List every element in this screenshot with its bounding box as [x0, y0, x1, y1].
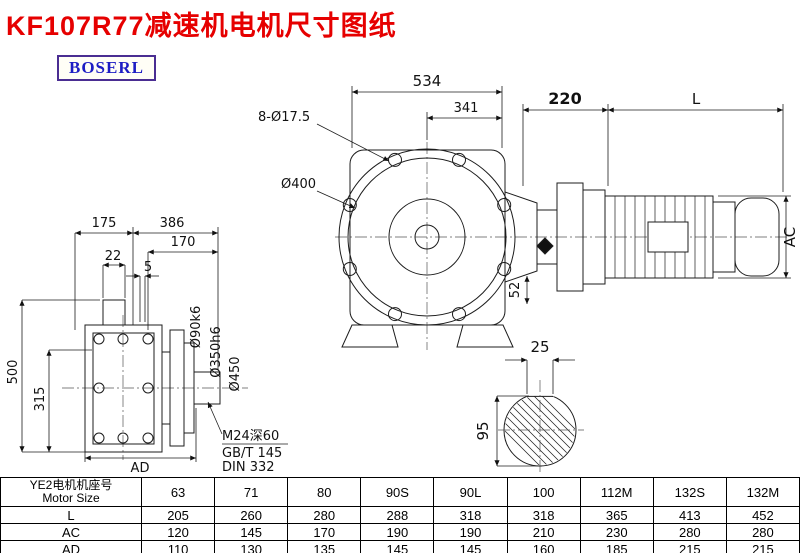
table-row-AD: AD 110 130 135 145 145 160 185 215 215 — [0, 540, 800, 553]
table-cell: 135 — [287, 540, 362, 553]
technical-drawing: 534 341 220 L 8-Ø17.5 Ø400 52 AC — [6, 72, 799, 476]
brand-logo-text: BOSERL — [69, 58, 144, 77]
table-cell: 260 — [214, 506, 289, 524]
table-cell: 210 — [506, 523, 581, 541]
table-cell: 288 — [360, 506, 435, 524]
table-header-row: YE2电机机座号 Motor Size 63 71 80 90S 90L 100… — [0, 477, 800, 507]
col-header: 132S — [652, 477, 727, 507]
dim-500: 500 — [6, 360, 21, 385]
table-cell: 190 — [433, 523, 508, 541]
dim-AC: AC — [781, 227, 799, 247]
side-bolt-holes — [93, 333, 154, 444]
table-cell: 452 — [725, 506, 800, 524]
table-cell: 413 — [652, 506, 727, 524]
col-header: 90S — [360, 477, 435, 507]
shaft-bore-circle — [414, 224, 440, 250]
front-view-dimensions — [316, 86, 791, 304]
dim-22: 22 — [105, 249, 122, 264]
table-cell: 160 — [506, 540, 581, 553]
input-boss — [102, 299, 126, 326]
shaft-section-view — [494, 357, 586, 474]
side-view — [62, 299, 288, 460]
bearing-circle — [388, 198, 466, 276]
table-header-cn: YE2电机机座号 — [29, 478, 113, 492]
side-housing-inner — [92, 332, 155, 445]
flange-outer-circle — [338, 148, 516, 326]
label-flange-dia-side: Ø450 — [228, 356, 243, 391]
col-header: 90L — [433, 477, 508, 507]
table-cell: 318 — [506, 506, 581, 524]
table-cell: 110 — [140, 540, 216, 553]
dim-95: 95 — [474, 421, 492, 440]
motor-size-table: YE2电机机座号 Motor Size 63 71 80 90S 90L 100… — [0, 477, 800, 553]
col-header: 112M — [579, 477, 654, 507]
adapter-bell — [504, 191, 538, 283]
gearbox-foot-right — [456, 324, 514, 348]
label-bolt-holes: 8-Ø17.5 — [258, 110, 310, 125]
table-cell: 205 — [140, 506, 216, 524]
flange-inner-circle — [347, 157, 507, 317]
label-shaft-dia: Ø90k6 — [189, 306, 204, 349]
dim-175: 175 — [92, 216, 117, 231]
col-header: 100 — [506, 477, 581, 507]
dim-386: 386 — [160, 216, 185, 231]
table-row-AC: AC 120 145 170 190 190 210 230 280 280 — [0, 523, 800, 541]
table-cell: 170 — [287, 523, 362, 541]
output-shaft — [193, 371, 221, 405]
table-cell: 145 — [360, 540, 435, 553]
table-cell: 190 — [360, 523, 435, 541]
note-gb: GB/T 145 — [222, 446, 282, 461]
brand-logo: BOSERL — [57, 55, 156, 81]
table-cell: 185 — [579, 540, 654, 553]
side-view-dimensions — [19, 227, 219, 462]
dim-341: 341 — [454, 101, 479, 116]
row-header: L — [0, 506, 142, 524]
table-cell: 215 — [725, 540, 800, 553]
dim-L: L — [692, 90, 701, 108]
section-dimensions — [494, 357, 575, 467]
table-cell: 318 — [433, 506, 508, 524]
note-din: DIN 332 — [222, 460, 275, 475]
table-cell: 280 — [652, 523, 727, 541]
dim-315: 315 — [33, 387, 48, 412]
dim-170: 170 — [171, 235, 196, 250]
dim-52: 52 — [508, 282, 523, 299]
note-tap: M24深60 — [222, 429, 279, 444]
gearbox-housing — [349, 149, 506, 326]
motor-fan-cover — [734, 197, 780, 277]
dim-220: 220 — [548, 89, 581, 108]
table-cell: 145 — [433, 540, 508, 553]
table-cell: 130 — [214, 540, 289, 553]
label-spigot-dia: Ø350h6 — [209, 326, 224, 378]
front-view — [335, 142, 788, 350]
label-flange-dia: Ø400 — [281, 177, 316, 192]
col-header: 63 — [140, 477, 216, 507]
motor-nameplate — [647, 221, 689, 253]
dim-25: 25 — [530, 338, 549, 356]
table-cell: 230 — [579, 523, 654, 541]
row-header: AC — [0, 523, 142, 541]
table-cell: 365 — [579, 506, 654, 524]
col-header: 71 — [214, 477, 289, 507]
centerlines — [335, 142, 788, 350]
table-cell: 145 — [214, 523, 289, 541]
table-row-L: L 205 260 280 288 318 318 365 413 452 — [0, 506, 800, 524]
table-header-motor-size: YE2电机机座号 Motor Size — [0, 477, 142, 507]
table-header-en: Motor Size — [42, 491, 100, 505]
dim-AD: AD — [131, 461, 150, 476]
section-centerlines — [498, 380, 584, 474]
page-title: KF107R77减速机电机尺寸图纸 — [6, 11, 397, 41]
row-header: AD — [0, 540, 142, 553]
table-cell: 280 — [287, 506, 362, 524]
table-cell: 280 — [725, 523, 800, 541]
coupling-diamond — [536, 237, 554, 255]
col-header: 132M — [725, 477, 800, 507]
dim-5: 5 — [144, 260, 152, 275]
col-header: 80 — [287, 477, 362, 507]
gearbox-foot-left — [341, 324, 399, 348]
table-cell: 120 — [140, 523, 216, 541]
dim-534: 534 — [413, 72, 442, 90]
table-cell: 215 — [652, 540, 727, 553]
